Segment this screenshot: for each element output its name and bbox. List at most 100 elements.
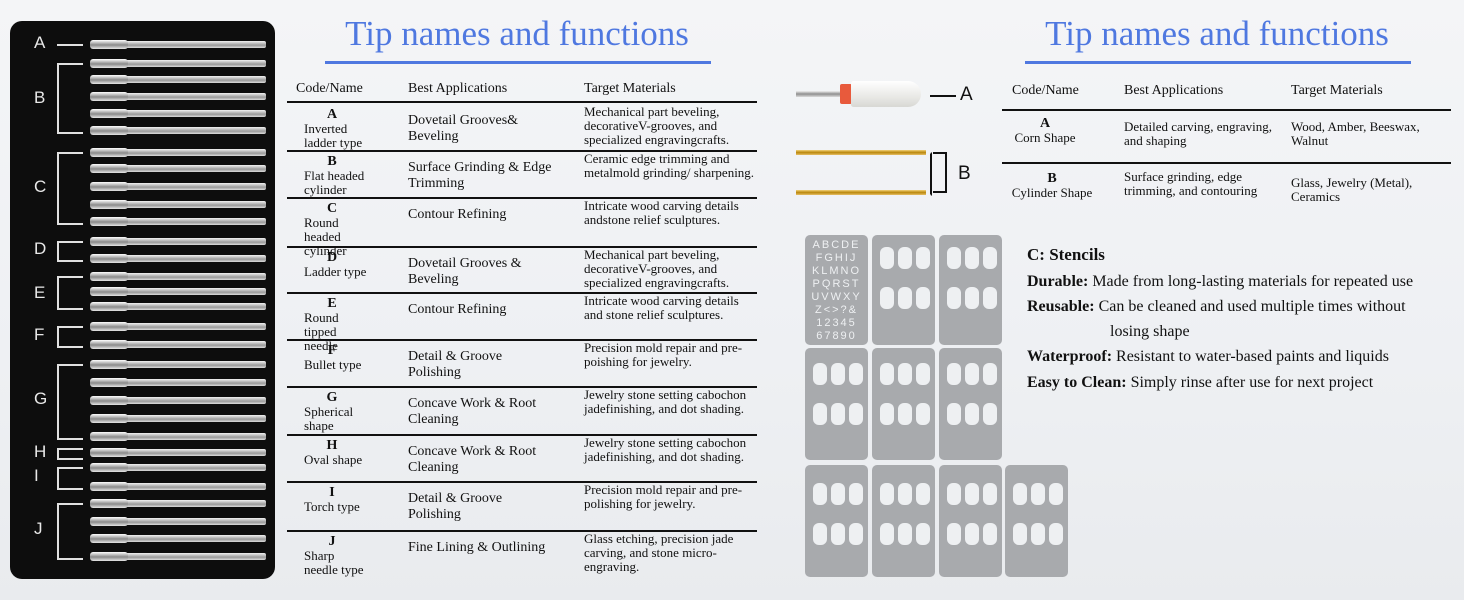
left-row-materials: Jewelry stone setting cabochon jadefinis… [584, 435, 747, 464]
tray-bit-head [90, 237, 128, 246]
left-row-materials: Mechanical part beveling, decorativeV-gr… [584, 104, 730, 147]
tray-bit-shank [118, 110, 266, 117]
stencil-cutout [880, 363, 894, 385]
stencil-cutout [1031, 523, 1045, 545]
right-row-a-mat: Wood, Amber, Beeswax, Walnut [1291, 119, 1420, 148]
right-table-row-rule [1002, 162, 1451, 164]
stencil-cutout [898, 287, 912, 309]
left-row-app: Surface Grinding & Edge Trimming [408, 160, 552, 191]
right-header-applications: Best Applications [1124, 83, 1224, 98]
right-header-materials: Target Materials [1291, 83, 1383, 98]
tray-bit-head [90, 463, 128, 472]
tray-bit-head [90, 302, 128, 311]
label-b: B [958, 163, 971, 184]
stencil-cutout [813, 483, 827, 505]
feature-reusable-cont: losing shape [1110, 323, 1190, 340]
stencil-letter-row: FGHIJ [815, 252, 858, 264]
left-title: Tip names and functions [345, 14, 689, 53]
tray-bit-head [90, 517, 128, 526]
stencil-cutout [1049, 483, 1063, 505]
tray-bit-head [90, 200, 128, 209]
feature-waterproof: Waterproof: Resistant to water-based pai… [1027, 348, 1389, 365]
stencil-cutout [947, 363, 961, 385]
right-row-a-app: Detailed carving, engraving, and shaping [1124, 119, 1272, 148]
tray-bit-shank [118, 483, 266, 490]
cylinder-bit-2 [796, 190, 926, 195]
stencil-cutout [983, 483, 997, 505]
left-row-app: Detail & Groove Polishing [408, 349, 503, 380]
tray-bit-head [90, 534, 128, 543]
tray-bit-head [90, 360, 128, 369]
label-a-line [930, 95, 956, 97]
tray-bit-shank [118, 415, 266, 422]
stencil-sheet [805, 465, 868, 577]
label-a: A [960, 84, 973, 105]
stencil-cutout [898, 363, 912, 385]
right-header-code: Code/Name [1012, 83, 1079, 98]
left-table-row-rule [287, 386, 757, 388]
left-row-materials: Jewelry stone setting cabochon jadefinis… [584, 387, 747, 416]
stencil-cutout [1013, 523, 1027, 545]
tray-bracket-j [57, 503, 83, 560]
stencil-sheet [939, 235, 1002, 345]
stencil-cutout [813, 523, 827, 545]
tray-bit-head [90, 182, 128, 191]
left-row-app: Contour Refining [408, 207, 507, 222]
left-table-header-rule [287, 101, 757, 103]
tray-bit-shank [118, 60, 266, 67]
left-row-materials: Precision mold repair and pre-poishing f… [584, 340, 743, 369]
tray-bit-shank [118, 535, 266, 542]
left-row-app: Contour Refining [408, 302, 507, 317]
label-b-bracket-spine [945, 152, 947, 193]
stencil-cutout [831, 403, 845, 425]
tray-bit-shank [118, 149, 266, 156]
stencil-sheet [805, 348, 868, 460]
left-row-materials: Mechanical part beveling, decorativeV-gr… [584, 247, 730, 290]
tray-bit-head [90, 164, 128, 173]
tray-bit-head [90, 322, 128, 331]
stencil-cutout [831, 523, 845, 545]
tray-bit-head [90, 499, 128, 508]
tray-label-i: I [34, 466, 39, 485]
stencil-cutout [880, 483, 894, 505]
tray-bit-head [90, 378, 128, 387]
tray-bit-head [90, 59, 128, 68]
tray-bit-shank [118, 201, 266, 208]
left-row-materials: Precision mold repair and pre-polishing … [584, 482, 743, 511]
stencil-cutout [1013, 483, 1027, 505]
stencil-cutout [965, 287, 979, 309]
tray-bracket-c [57, 152, 83, 225]
left-header-code: Code/Name [296, 81, 363, 96]
stencils-heading: C: Stencils [1027, 245, 1105, 264]
tray-bit-head [90, 126, 128, 135]
right-row-b-mat: Glass, Jewelry (Metal), Ceramics [1291, 175, 1413, 204]
tray-bit-shank [118, 323, 266, 330]
tray-bit-shank [118, 93, 266, 100]
stencil-cutout [880, 403, 894, 425]
corn-bit-head [851, 81, 921, 107]
tray-bit-head [90, 414, 128, 423]
tray-bit-head [90, 148, 128, 157]
tray-bit-shank [118, 76, 266, 83]
stencil-letter-row: 12345 [816, 317, 857, 329]
left-row-materials: Glass etching, precision jade carving, a… [584, 531, 734, 574]
stencil-cutout [947, 287, 961, 309]
left-table-row-rule [287, 481, 757, 483]
left-title-underline [325, 61, 711, 64]
tray-bit-head [90, 287, 128, 296]
stencil-letter-row: 67890 [816, 330, 857, 342]
label-b-bracket-top [933, 152, 945, 154]
tray-bit-shank [118, 165, 266, 172]
stencil-cutout [898, 403, 912, 425]
tray-bit-shank [118, 273, 266, 280]
left-header-applications: Best Applications [408, 81, 508, 96]
tray-label-d: D [34, 239, 47, 258]
tray-bit-shank [118, 518, 266, 525]
stencil-cutout [1049, 523, 1063, 545]
